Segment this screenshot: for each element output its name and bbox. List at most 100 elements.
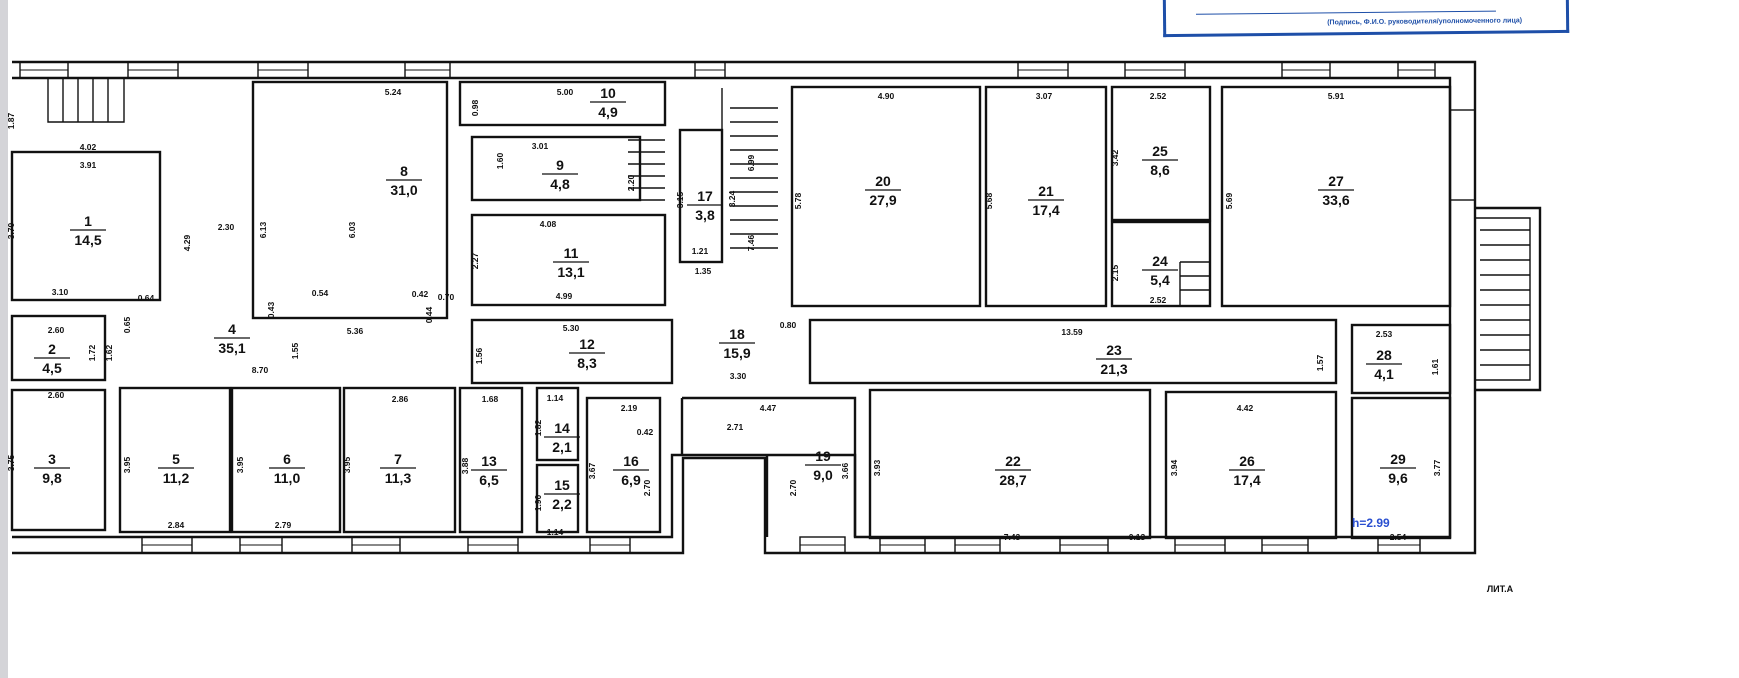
room-area: 5,4 xyxy=(1150,272,1170,288)
room-number: 4 xyxy=(228,321,236,337)
dimension-label: 3.42 xyxy=(1110,149,1120,166)
letter-label: ЛИТ.А xyxy=(1487,584,1514,594)
room-29: 299,6 xyxy=(1350,396,1452,540)
room-area: 28,7 xyxy=(999,472,1026,488)
room-outline xyxy=(1350,396,1452,540)
room-19: 199,0 xyxy=(805,448,841,483)
dimension-label: 0.43 xyxy=(266,301,276,318)
room-8: 831,0 xyxy=(251,80,449,320)
room-area: 8,3 xyxy=(577,355,597,371)
dimension-label: 3.88 xyxy=(460,457,470,474)
dimension-label: 2.60 xyxy=(48,325,65,335)
room-number: 13 xyxy=(481,453,497,469)
room-number: 5 xyxy=(172,451,180,467)
dimension-label: 4.42 xyxy=(1237,403,1254,413)
room-area: 17,4 xyxy=(1032,202,1059,218)
viewer-edge xyxy=(0,0,8,678)
dimension-label: 2.79 xyxy=(275,520,292,530)
room-19-walls xyxy=(680,396,857,537)
room-outline xyxy=(470,135,642,202)
room-3: 39,8 xyxy=(10,388,107,532)
dimension-label: 5.78 xyxy=(793,192,803,209)
dimension-label: 3.77 xyxy=(1432,459,1442,476)
room-outline xyxy=(10,150,162,302)
room-number: 3 xyxy=(48,451,56,467)
room-number: 15 xyxy=(554,477,570,493)
dimension-label: 1.57 xyxy=(1315,354,1325,371)
dimension-label: 6.03 xyxy=(347,221,357,238)
dimension-label: 1.55 xyxy=(290,342,300,359)
room-number: 12 xyxy=(579,336,595,352)
room-number: 9 xyxy=(556,157,564,173)
room-area: 11,3 xyxy=(385,470,412,486)
dimension-label: 2.27 xyxy=(470,252,480,269)
dimension-label: 2.60 xyxy=(48,390,65,400)
room-area: 6,9 xyxy=(621,472,641,488)
dimension-label: 3.07 xyxy=(1036,91,1053,101)
room-number: 20 xyxy=(875,173,891,189)
room-6: 611,0 xyxy=(230,386,342,534)
dimension-label: 0.80 xyxy=(780,320,797,330)
dimension-label: 3.70 xyxy=(6,222,16,239)
window xyxy=(1449,109,1476,201)
dimension-label: 0.70 xyxy=(438,292,455,302)
dimension-label: 1.14 xyxy=(547,393,564,403)
room-area: 14,5 xyxy=(74,232,101,248)
room-number: 26 xyxy=(1239,453,1255,469)
room-outline xyxy=(1164,390,1338,540)
room-outline xyxy=(808,318,1338,385)
room-number: 16 xyxy=(623,453,639,469)
dimension-label: 13.59 xyxy=(1061,327,1083,337)
dimension-label: 2.52 xyxy=(1150,295,1167,305)
dimension-label: 3.95 xyxy=(235,456,245,473)
room-5: 511,2 xyxy=(118,386,232,534)
room-area: 3,8 xyxy=(695,207,715,223)
dimension-label: 1.62 xyxy=(104,344,114,361)
room-area: 2,2 xyxy=(552,496,572,512)
room-15: 152,2 xyxy=(535,463,580,534)
room-outline xyxy=(10,388,107,532)
dimension-label: 0.44 xyxy=(424,306,434,323)
room-area: 17,4 xyxy=(1233,472,1260,488)
room-26: 26 17,4 xyxy=(1164,390,1338,540)
room-14: 142,1 xyxy=(535,386,580,462)
room-area: 33,6 xyxy=(1322,192,1349,208)
dimension-label: 3.95 xyxy=(342,456,352,473)
dimension-label: 2.30 xyxy=(218,222,235,232)
room-area: 27,9 xyxy=(869,192,896,208)
ceiling-height-label: h=2.99 xyxy=(1352,516,1390,530)
room-area: 35,1 xyxy=(218,340,245,356)
dimension-label: 8.70 xyxy=(252,365,269,375)
room-1: 114,5 xyxy=(10,150,162,302)
dimension-label: 5.36 xyxy=(347,326,364,336)
dimension-label: 5.68 xyxy=(984,192,994,209)
room-area: 6,5 xyxy=(479,472,499,488)
room-outline xyxy=(1110,220,1212,308)
room-number: 17 xyxy=(697,188,713,204)
dimension-label: 1.60 xyxy=(495,152,505,169)
dimension-label: 3.94 xyxy=(1169,459,1179,476)
dimension-label: 3.67 xyxy=(587,462,597,479)
room-7: 711,3 xyxy=(342,386,457,534)
dimension-label: 4.29 xyxy=(182,234,192,251)
room-number: 18 xyxy=(729,326,745,342)
dimension-label: 4.02 xyxy=(80,142,97,152)
room-20: 20 27,9 xyxy=(790,85,982,308)
room-16: 166,9 xyxy=(585,396,662,534)
dimension-label: 0.98 xyxy=(470,99,480,116)
room-outline xyxy=(470,213,667,307)
room-outline xyxy=(1350,323,1452,395)
room-28: 284,1 xyxy=(1350,323,1452,395)
dimension-label: 3.66 xyxy=(840,462,850,479)
dimension-label: 0.13 xyxy=(1129,532,1146,542)
dimension-label: 2.19 xyxy=(621,403,638,413)
room-number: 6 xyxy=(283,451,291,467)
dimension-label: 4.08 xyxy=(540,219,557,229)
room-number: 24 xyxy=(1152,253,1168,269)
room-outline xyxy=(470,318,674,385)
dimension-label: 2.52 xyxy=(1150,91,1167,101)
dimension-label: 1.61 xyxy=(1430,358,1440,375)
